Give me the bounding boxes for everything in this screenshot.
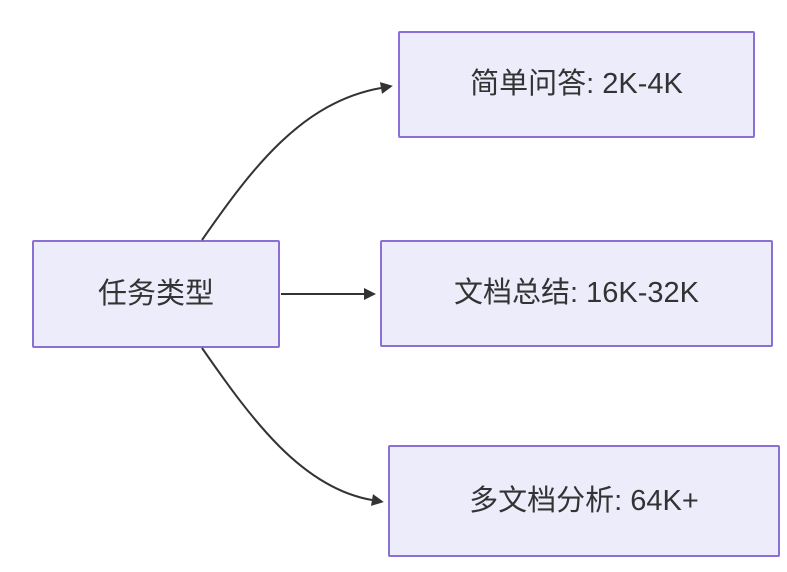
- node-doc-summary-label: 文档总结: 16K-32K: [454, 277, 699, 310]
- node-simple-qa: 简单问答: 2K-4K: [398, 31, 755, 138]
- node-multidoc-analysis-label: 多文档分析: 64K+: [469, 484, 699, 517]
- node-doc-summary: 文档总结: 16K-32K: [380, 240, 773, 347]
- node-multidoc-analysis: 多文档分析: 64K+: [388, 445, 780, 557]
- node-task-type: 任务类型: [32, 240, 280, 348]
- node-task-type-label: 任务类型: [97, 277, 214, 310]
- edge-root-to-multidoc: [201, 347, 384, 506]
- node-simple-qa-label: 简单问答: 2K-4K: [470, 68, 683, 101]
- edge-root-to-simple-qa: [201, 82, 393, 241]
